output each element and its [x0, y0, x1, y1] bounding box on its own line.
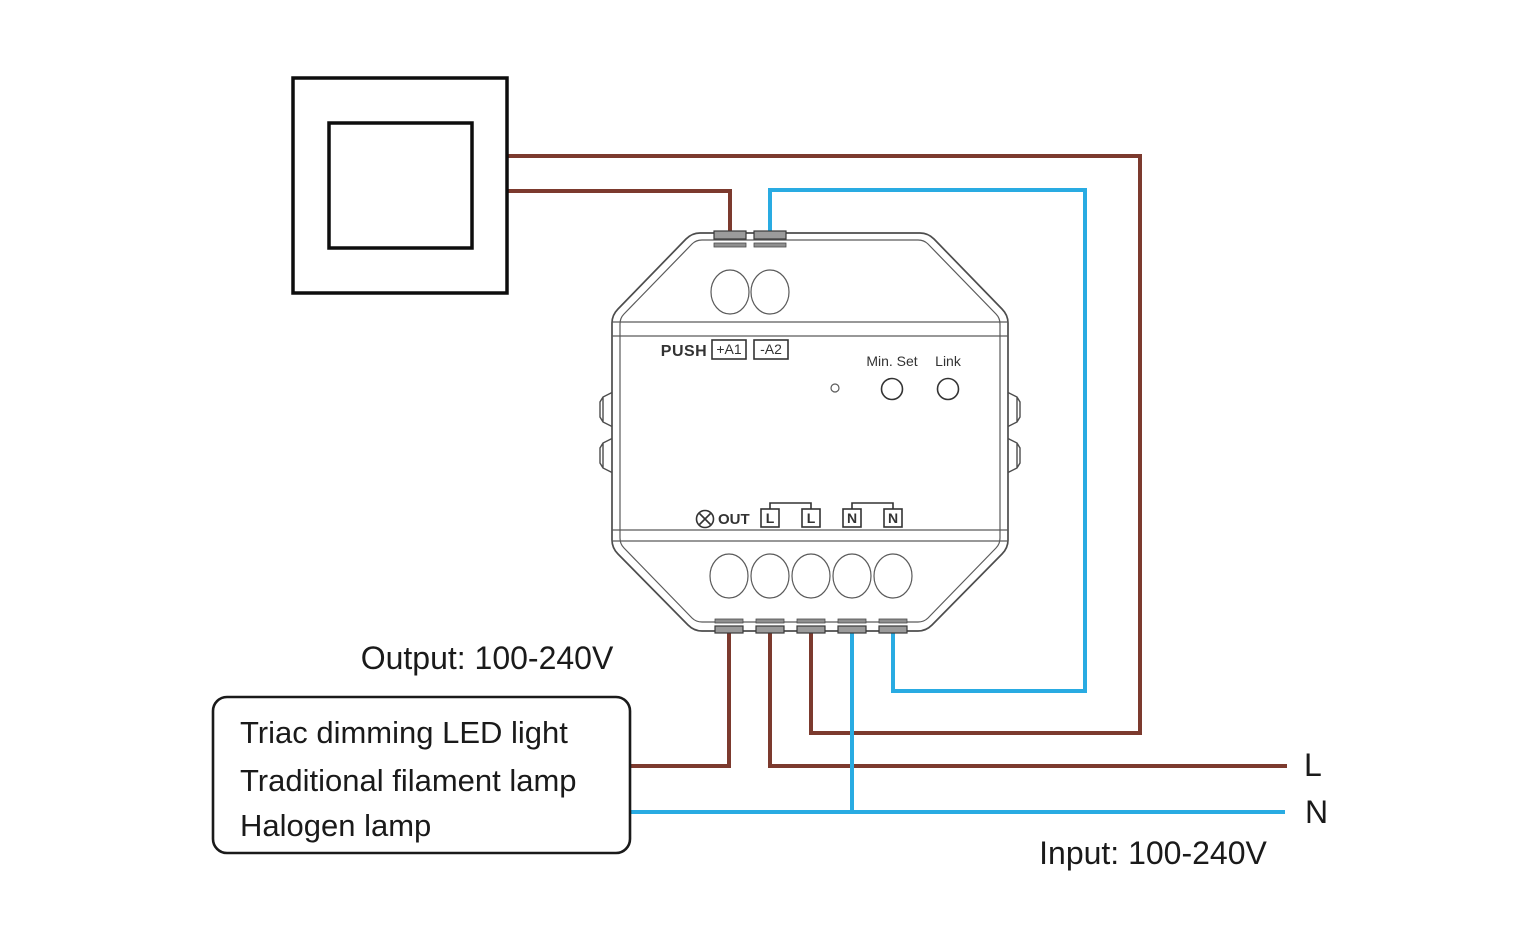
link-label: Link	[935, 353, 962, 369]
wire-entry-hole-bottom-1	[709, 553, 749, 599]
out-label: OUT	[718, 511, 750, 528]
min-set-label: Min. Set	[866, 353, 917, 369]
link-button	[936, 377, 960, 401]
wire-entry-hole-bottom-4	[832, 553, 872, 599]
wire-entry-hole-bottom-3	[791, 553, 831, 599]
switch-button	[327, 121, 474, 250]
live-wire-input-L	[768, 631, 1287, 768]
terminal-box-a1	[711, 339, 747, 360]
module-body-outline	[611, 232, 1009, 632]
terminal-a1-label: +A1	[716, 341, 742, 357]
terminal-a2-label: -A2	[760, 341, 782, 357]
mounting-clip-left-1	[599, 391, 614, 428]
load-box-line-2: Traditional filament lamp	[240, 763, 577, 798]
led-indicator	[830, 383, 840, 393]
dimmer-module: PUSH +A1 -A2 Min. Set Link OUT L L N N	[599, 230, 1021, 634]
mounting-clip-right-1	[1006, 391, 1021, 428]
mounting-clip-right-2	[1006, 437, 1021, 474]
load-box-line-1: Triac dimming LED light	[240, 715, 568, 750]
terminal-n2-label: N	[888, 510, 898, 526]
module-body-inner-outline	[619, 239, 1001, 623]
n-terminals-jumper	[851, 502, 894, 509]
terminal-l2-label: L	[807, 510, 816, 526]
wire-entry-hole-top-1	[710, 269, 750, 315]
lamp-symbol-icon	[695, 509, 715, 529]
l-terminals-jumper	[769, 502, 812, 509]
terminal-box-n2	[883, 508, 903, 528]
wire-entry-hole-bottom-2	[750, 553, 790, 599]
terminal-box-l2	[801, 508, 821, 528]
live-wire-switch-to-A1-terminal	[507, 189, 732, 240]
load-box-line-3: Halogen lamp	[240, 808, 431, 843]
terminal-n1-label: N	[847, 510, 857, 526]
wire-entry-hole-bottom-5	[873, 553, 913, 599]
input-voltage-label: Input: 100-240V	[1039, 835, 1267, 871]
live-wires	[507, 154, 1287, 768]
neutral-wires	[630, 188, 1285, 814]
terminal-box-a2	[753, 339, 789, 360]
min-set-button	[880, 377, 904, 401]
terminal-box-l1	[760, 508, 780, 528]
push-label: PUSH	[661, 343, 707, 360]
mounting-clip-left-2	[599, 437, 614, 474]
top-terminal-slots	[713, 230, 787, 248]
neutral-wire-N-to-A2-terminal	[768, 188, 1087, 693]
bottom-terminal-slots	[714, 618, 908, 634]
wall-push-switch	[291, 76, 509, 295]
live-wire-out-to-load	[630, 631, 731, 768]
live-wire-switch-to-L-terminal	[507, 154, 1142, 735]
terminal-box-n1	[842, 508, 862, 528]
load-box	[211, 695, 632, 855]
line-label: L	[1304, 747, 1322, 783]
terminal-l1-label: L	[766, 510, 775, 526]
neutral-label: N	[1305, 794, 1328, 830]
wire-entry-hole-top-2	[750, 269, 790, 315]
output-voltage-label: Output: 100-240V	[361, 640, 614, 676]
